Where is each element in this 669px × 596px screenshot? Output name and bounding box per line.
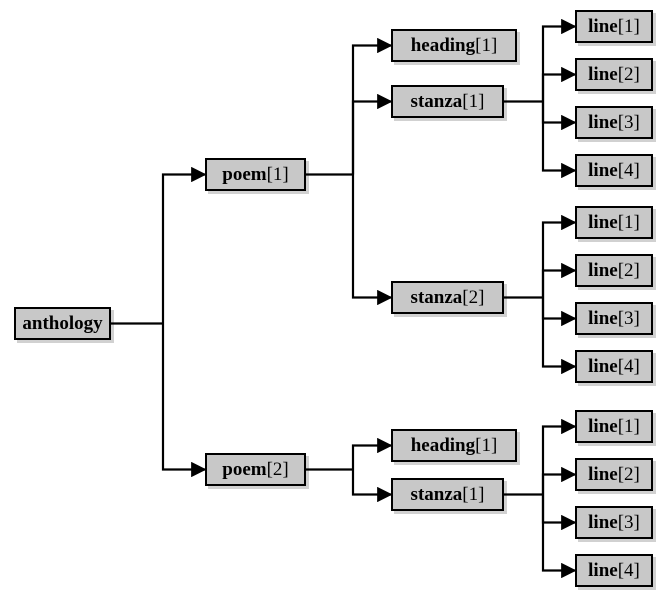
edge-p1stanza2-to-s12line2 <box>541 262 577 298</box>
node-s21line2[interactable]: line[2] <box>575 458 653 491</box>
node-label-name: anthology <box>22 313 103 334</box>
edge-p1stanza2-to-s12line1 <box>541 214 577 298</box>
node-anthology[interactable]: anthology <box>14 307 111 340</box>
edge-p1stanza1-to-s11line3 <box>541 101 577 131</box>
edge-p1stanza1-to-s11line1 <box>541 18 577 102</box>
node-label-index: [1] <box>475 435 498 456</box>
edge-poem1-to-p1stanza2 <box>351 174 393 306</box>
edge-p1stanza2-to-s12line3 <box>541 297 577 327</box>
node-label-index: [3] <box>617 512 640 533</box>
node-label-name: poem <box>222 164 267 185</box>
node-label-index: [1] <box>475 35 498 56</box>
node-label-index: [1] <box>617 416 640 437</box>
node-p2stanza1[interactable]: stanza[1] <box>391 478 504 511</box>
node-label-name: stanza <box>410 287 463 308</box>
node-label-index: [4] <box>617 560 640 581</box>
node-label-index: [1] <box>266 164 289 185</box>
edge-p1stanza1-to-s11line4 <box>541 101 577 179</box>
edge-anthology-to-poem2 <box>161 323 207 478</box>
node-label-name: heading <box>410 35 476 56</box>
edge-group <box>111 18 577 579</box>
edge-anthology-to-poem1 <box>161 166 207 324</box>
node-p1stanza1[interactable]: stanza[1] <box>391 85 504 118</box>
node-label-index: [2] <box>617 260 640 281</box>
edge-p2stanza1-to-s21line1 <box>541 418 577 495</box>
node-label-name: line <box>588 16 618 37</box>
node-label-name: stanza <box>410 484 463 505</box>
node-s21line3[interactable]: line[3] <box>575 506 653 539</box>
node-label-index: [1] <box>462 91 485 112</box>
edge-poem1-to-p1stanza1 <box>351 93 393 175</box>
node-s11line1[interactable]: line[1] <box>575 10 653 43</box>
node-label-index: [2] <box>462 287 485 308</box>
node-label-index: [1] <box>617 16 640 37</box>
node-label-name: line <box>588 560 618 581</box>
node-label-index: [3] <box>617 308 640 329</box>
node-p1heading1[interactable]: heading[1] <box>391 29 517 62</box>
node-p2heading1[interactable]: heading[1] <box>391 429 517 462</box>
node-s11line4[interactable]: line[4] <box>575 154 653 187</box>
node-label-name: line <box>588 464 618 485</box>
node-s21line1[interactable]: line[1] <box>575 410 653 443</box>
edge-p2stanza1-to-s21line4 <box>541 494 577 579</box>
node-poem1[interactable]: poem[1] <box>205 158 306 191</box>
node-label-name: line <box>588 112 618 133</box>
node-label-name: line <box>588 260 618 281</box>
node-s12line3[interactable]: line[3] <box>575 302 653 335</box>
node-label-name: line <box>588 308 618 329</box>
node-label-name: line <box>588 64 618 85</box>
edge-poem2-to-p2heading1 <box>351 437 393 470</box>
node-poem2[interactable]: poem[2] <box>205 453 306 486</box>
node-label-index: [3] <box>617 112 640 133</box>
node-label-index: [1] <box>462 484 485 505</box>
node-label-name: line <box>588 356 618 377</box>
node-p1stanza2[interactable]: stanza[2] <box>391 281 504 314</box>
node-label-index: [1] <box>617 212 640 233</box>
edge-p1stanza1-to-s11line2 <box>541 66 577 102</box>
node-s12line4[interactable]: line[4] <box>575 350 653 383</box>
node-label-name: poem <box>222 459 267 480</box>
node-label-name: line <box>588 160 618 181</box>
node-label-index: [4] <box>617 356 640 377</box>
edge-poem2-to-p2stanza1 <box>351 469 393 503</box>
node-label-name: line <box>588 212 618 233</box>
node-label-name: stanza <box>410 91 463 112</box>
edge-poem1-to-p1heading1 <box>351 37 393 175</box>
node-s12line1[interactable]: line[1] <box>575 206 653 239</box>
edge-p2stanza1-to-s21line3 <box>541 494 577 531</box>
node-label-name: line <box>588 416 618 437</box>
node-label-name: heading <box>410 435 476 456</box>
node-label-name: line <box>588 512 618 533</box>
node-label-index: [2] <box>617 64 640 85</box>
node-s11line2[interactable]: line[2] <box>575 58 653 91</box>
node-label-index: [2] <box>266 459 289 480</box>
edge-p1stanza2-to-s12line4 <box>541 297 577 375</box>
edge-p2stanza1-to-s21line2 <box>541 466 577 495</box>
node-label-index: [2] <box>617 464 640 485</box>
node-s12line2[interactable]: line[2] <box>575 254 653 287</box>
node-label-index: [4] <box>617 160 640 181</box>
node-s21line4[interactable]: line[4] <box>575 554 653 587</box>
node-s11line3[interactable]: line[3] <box>575 106 653 139</box>
